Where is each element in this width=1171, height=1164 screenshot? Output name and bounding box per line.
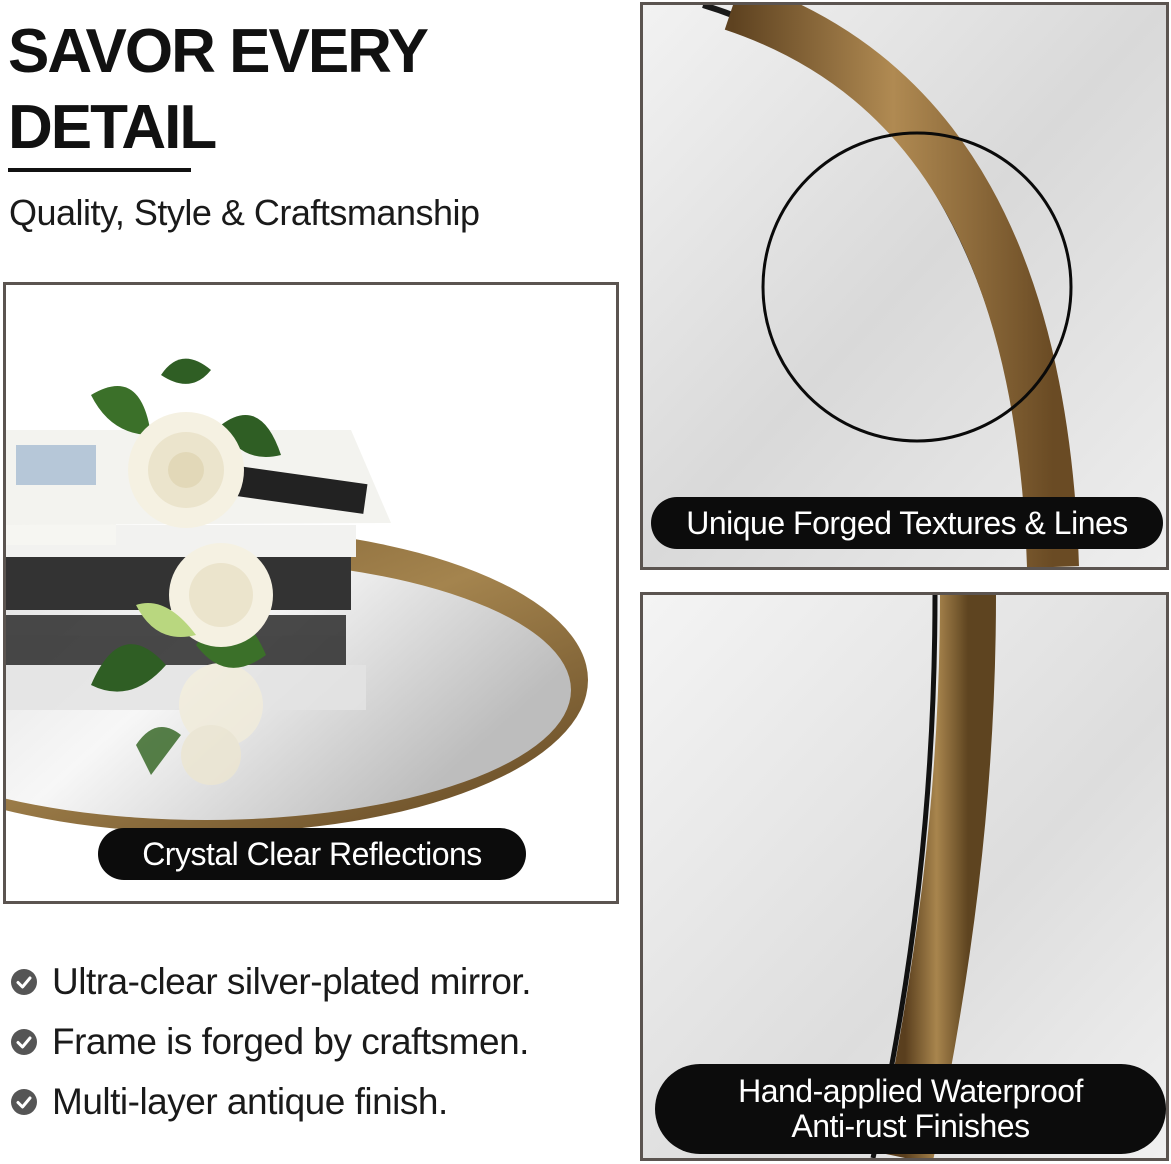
check-circle-icon xyxy=(11,1029,37,1055)
reflection-photo-panel: Crystal Clear Reflections xyxy=(3,282,619,904)
caption-waterproof-finish: Hand-applied Waterproof Anti-rust Finish… xyxy=(655,1064,1166,1154)
forged-frame-closeup xyxy=(643,5,1166,567)
caption-crystal-clear: Crystal Clear Reflections xyxy=(98,828,526,880)
mirror-reflection-illustration xyxy=(6,358,588,833)
check-circle-icon xyxy=(11,1089,37,1115)
feature-item: Frame is forged by craftsmen. xyxy=(10,1012,610,1072)
title-line-1: SAVOR EVERY xyxy=(8,17,429,86)
page-subtitle: Quality, Style & Craftsmanship xyxy=(9,192,480,233)
caption-line-1: Hand-applied Waterproof xyxy=(738,1073,1083,1109)
check-circle-icon xyxy=(11,969,37,995)
caption-forged-textures: Unique Forged Textures & Lines xyxy=(651,497,1163,549)
caption-line-2: Anti-rust Finishes xyxy=(791,1108,1030,1144)
magnifier-circle xyxy=(761,131,1073,443)
feature-item: Multi-layer antique finish. xyxy=(10,1072,610,1132)
feature-text: Ultra-clear silver-plated mirror. xyxy=(52,961,532,1002)
page-title: SAVOR EVERY DETAIL xyxy=(8,14,608,166)
feature-text: Multi-layer antique finish. xyxy=(52,1081,448,1122)
title-underline xyxy=(8,168,191,172)
feature-item: Ultra-clear silver-plated mirror. xyxy=(10,952,610,1012)
feature-text: Frame is forged by craftsmen. xyxy=(52,1021,529,1062)
finish-closeup-panel: Hand-applied Waterproof Anti-rust Finish… xyxy=(640,592,1169,1161)
title-line-2: DETAIL xyxy=(8,93,217,162)
feature-list: Ultra-clear silver-plated mirror. Frame … xyxy=(10,952,610,1132)
texture-closeup-panel: Unique Forged Textures & Lines xyxy=(640,2,1169,570)
